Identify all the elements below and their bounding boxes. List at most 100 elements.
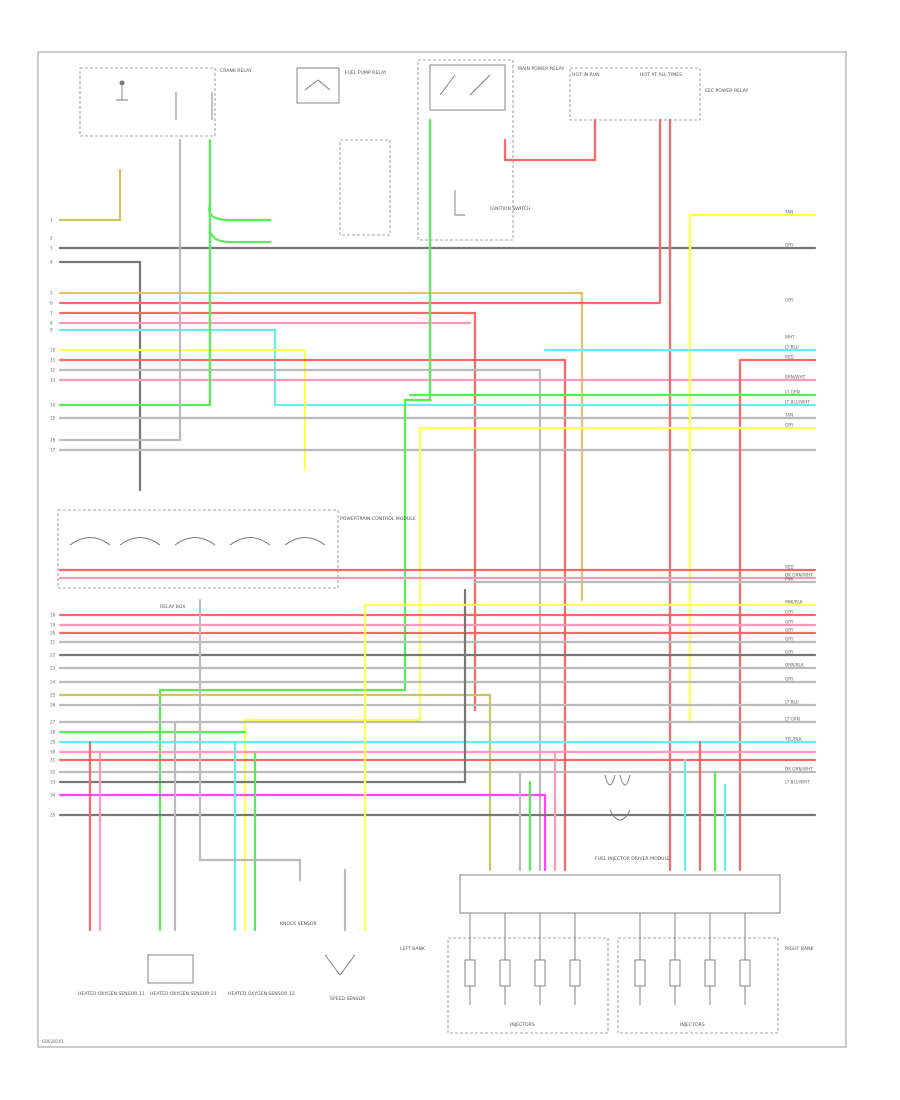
pin-number: 19 bbox=[50, 623, 56, 628]
pin-number: 22 bbox=[50, 653, 56, 658]
wire-color-label: GRY bbox=[785, 637, 794, 642]
fuel-pump-relay-box bbox=[296, 67, 340, 104]
main-power-relay-outline bbox=[417, 59, 514, 241]
right-injectors-label: INJECTORS bbox=[680, 1022, 705, 1028]
wire-color-label: GRY bbox=[785, 677, 794, 682]
pin-number: 25 bbox=[50, 693, 56, 698]
wire-upper-12 bbox=[58, 138, 212, 407]
pin-number: 20 bbox=[50, 631, 56, 636]
pin-number: 3 bbox=[50, 246, 53, 251]
injector-coil bbox=[569, 959, 581, 987]
pin-number: 23 bbox=[50, 666, 56, 671]
hot-fuse-1-label: HOT IN RUN bbox=[572, 72, 600, 78]
wire-color-label: RED bbox=[785, 355, 794, 360]
wire-lower-28 bbox=[198, 598, 302, 882]
top-left-relay: CRANK RELAY bbox=[79, 67, 252, 137]
upper-wire-bus bbox=[58, 118, 817, 932]
pin-number: 1 bbox=[50, 218, 53, 223]
pin-number: 21 bbox=[50, 640, 56, 645]
pin-number: 7 bbox=[50, 311, 53, 316]
pin-labels: 1234567891011121314151617181920212223242… bbox=[50, 218, 56, 818]
wire-color-label: LT BLU/WHT bbox=[785, 400, 810, 405]
pin-number: 30 bbox=[50, 750, 56, 755]
wire-color-label: ORN/BLK bbox=[785, 663, 804, 668]
fuel-pump-relay-label: FUEL PUMP RELAY bbox=[345, 70, 387, 76]
wire-color-label: GRY bbox=[785, 610, 794, 615]
pin-number: 35 bbox=[50, 813, 56, 818]
pin-number: 13 bbox=[50, 378, 56, 383]
pin-number: 14 bbox=[50, 403, 56, 408]
left-bank-label: LEFT BANK bbox=[400, 946, 426, 952]
injector-driver-module bbox=[459, 874, 781, 914]
o2-sensor-3-label: HEATED OXYGEN SENSOR 12 bbox=[228, 991, 295, 997]
o2-sensor-1-label: HEATED OXYGEN SENSOR 11 bbox=[78, 991, 145, 997]
wire-upper-2 bbox=[58, 260, 142, 492]
left-injectors-label: INJECTORS bbox=[510, 1022, 535, 1028]
crank-relay-label: CRANK RELAY bbox=[220, 68, 252, 74]
wire-color-label: PNK/BLK bbox=[785, 600, 803, 605]
main-power-relay-box bbox=[429, 64, 506, 111]
wire-upper-18 bbox=[503, 118, 597, 162]
wire-color-label: GRY bbox=[785, 620, 794, 625]
wire-upper-10 bbox=[58, 368, 542, 872]
wire-upper-8 bbox=[58, 348, 307, 472]
wire-lower-16 bbox=[58, 793, 547, 872]
module-left-label: POWERTRAIN CONTROL MODULE bbox=[340, 516, 416, 522]
wire-upper-3 bbox=[58, 291, 584, 602]
wire-color-label: TAN bbox=[784, 413, 793, 418]
module-left: POWERTRAIN CONTROL MODULE RELAY BOX bbox=[57, 509, 416, 610]
wire-color-label: BRN/WHT bbox=[785, 375, 806, 380]
wire-color-label: DK GRN/WHT bbox=[785, 767, 813, 772]
bottom-components: HEATED OXYGEN SENSOR 11 HEATED OXYGEN SE… bbox=[42, 774, 815, 1044]
pin-number: 6 bbox=[50, 301, 53, 306]
pin-number: 16 bbox=[50, 438, 56, 443]
o2-sensor-2-label: HEATED OXYGEN SENSOR 21 bbox=[150, 991, 217, 997]
wire-upper-14 bbox=[58, 138, 182, 442]
pin-number: 11 bbox=[50, 358, 56, 363]
wire-color-label: YEL/BLK bbox=[784, 737, 802, 742]
injector-coil bbox=[704, 959, 716, 987]
wire-upper-4 bbox=[58, 118, 662, 305]
diagram-code: G0028261 bbox=[42, 1039, 64, 1044]
injector-coil bbox=[634, 959, 646, 987]
injector-symbols bbox=[464, 913, 751, 1005]
pin-number: 12 bbox=[50, 368, 56, 373]
wire-lower-7 bbox=[58, 693, 492, 872]
fuel-pump-relay: FUEL PUMP RELAY bbox=[296, 67, 391, 236]
wire-upper-20 bbox=[688, 213, 817, 722]
wire-color-label: LT BLU bbox=[785, 345, 799, 350]
right-bank-outline bbox=[617, 937, 779, 1034]
injector-coil bbox=[499, 959, 511, 987]
wire-upper-17 bbox=[208, 228, 272, 244]
pin-number: 29 bbox=[50, 740, 56, 745]
right-bank-label: RIGHT BANK bbox=[785, 946, 815, 952]
lower-wire-bus bbox=[58, 568, 817, 932]
injector-coil bbox=[669, 959, 681, 987]
pin-number: 32 bbox=[50, 770, 56, 775]
pin-number: 31 bbox=[50, 758, 56, 763]
main-power-relay: MAIN POWER RELAY IGNITION SWITCH bbox=[417, 59, 564, 241]
wire-upper-16 bbox=[208, 203, 272, 222]
pin-number: 18 bbox=[50, 613, 56, 618]
wire-lower-15 bbox=[58, 588, 467, 784]
pin-number: 28 bbox=[50, 730, 56, 735]
wire-color-label: PNK bbox=[785, 577, 794, 582]
wire-color-label: GRY bbox=[785, 298, 794, 303]
module-left-outline bbox=[57, 509, 339, 589]
pin-number: 26 bbox=[50, 703, 56, 708]
pin-number: 5 bbox=[50, 291, 53, 296]
wire-color-label: TAN bbox=[784, 210, 793, 215]
relay-box-label: RELAY BOX bbox=[160, 604, 185, 610]
wire-color-label: GRY bbox=[785, 650, 794, 655]
wire-upper-9 bbox=[58, 358, 567, 872]
pin-number: 10 bbox=[50, 348, 56, 353]
pin-number: 15 bbox=[50, 416, 56, 421]
pin-number: 33 bbox=[50, 780, 56, 785]
pin-number: 24 bbox=[50, 680, 56, 685]
wire-color-label: LT BLU/WHT bbox=[785, 780, 810, 785]
left-bank-outline bbox=[447, 937, 609, 1034]
injector-coil bbox=[534, 959, 546, 987]
wire-upper-7 bbox=[58, 328, 817, 407]
pin-number: 34 bbox=[50, 793, 56, 798]
